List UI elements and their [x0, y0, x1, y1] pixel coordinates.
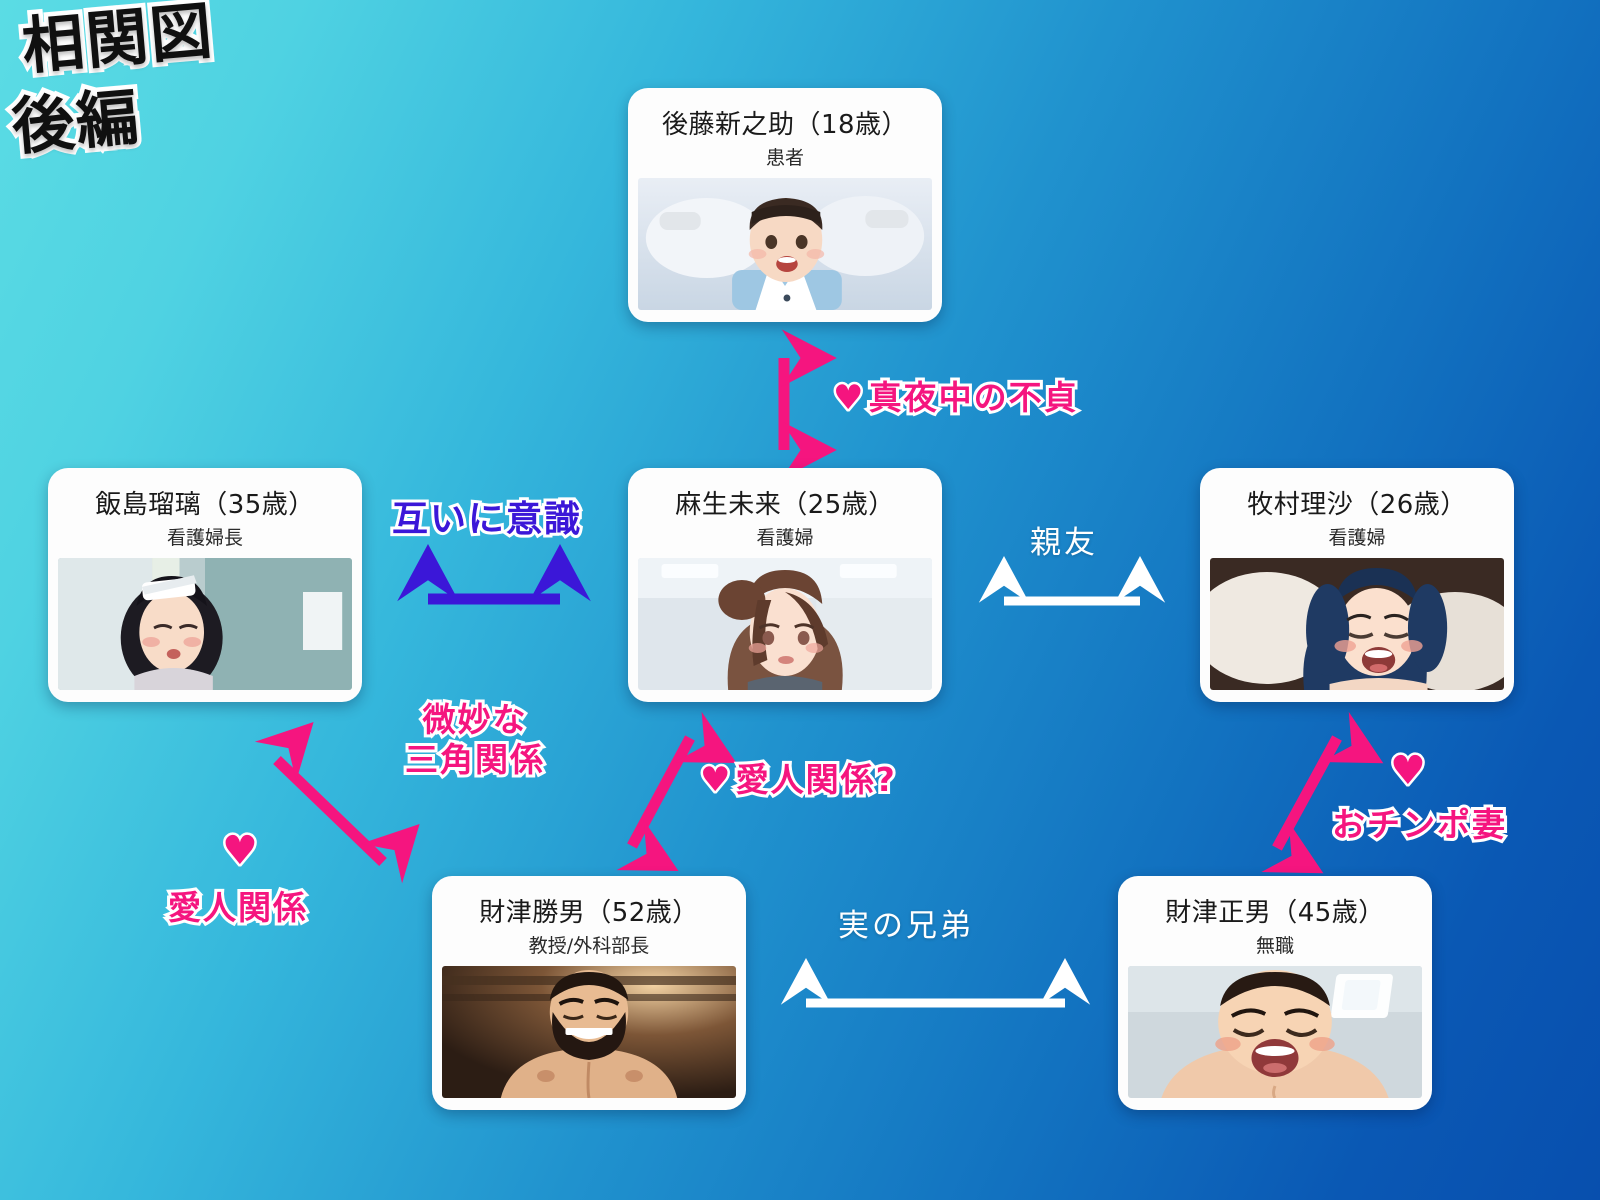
character-photo-zaitsu-masao	[1128, 966, 1422, 1098]
character-photo-zaitsu-katsuo	[442, 966, 736, 1098]
heart-icon: ♥	[830, 376, 866, 421]
relation-text-midnight: 真夜中の不貞	[866, 375, 1080, 420]
heart-icon: ♥	[697, 758, 733, 803]
card-name: 飯島瑠璃（35歳）	[95, 490, 315, 520]
character-photo-asou	[638, 558, 932, 690]
page-title: 相関図 後編	[5, 0, 222, 168]
card-name: 後藤新之助（18歳）	[661, 110, 909, 140]
relation-label-bestfriend: 親友	[1030, 525, 1098, 561]
card-name: 財津正男（45歳）	[1165, 898, 1385, 928]
relation-label-wife: おチンポ妻	[1329, 802, 1508, 847]
arrow-iijima-zaitsukatsuo	[254, 721, 420, 884]
relation-label-lover: 愛人関係	[165, 885, 309, 930]
character-card-makimura[interactable]: 牧村理沙（26歳） 看護婦	[1200, 468, 1514, 702]
relation-text-triangle-line2: 三角関係	[402, 737, 546, 782]
character-card-iijima[interactable]: 飯島瑠璃（35歳） 看護婦長	[48, 468, 362, 702]
card-name: 麻生未来（25歳）	[675, 490, 895, 520]
relation-label-midnight: ♥ 真夜中の不貞	[830, 375, 1080, 421]
card-role: 患者	[765, 147, 804, 169]
relation-label-brothers: 実の兄弟	[838, 908, 974, 944]
character-card-asou[interactable]: 麻生未来（25歳） 看護婦	[628, 468, 942, 702]
title-line-1: 相関図	[15, 0, 222, 88]
relation-label-triangle: 微妙な 三角関係	[402, 697, 546, 782]
character-photo-iijima	[58, 558, 352, 690]
character-card-goto[interactable]: 後藤新之助（18歳） 患者	[628, 88, 942, 322]
card-role: 無職	[1255, 935, 1294, 957]
relation-text-lover-question: 愛人関係?	[733, 757, 898, 802]
relation-label-lover-question: ♥ 愛人関係?	[697, 757, 898, 803]
card-role: 看護婦長	[166, 527, 243, 549]
arrow-asou-zaitsukatsuo	[616, 711, 737, 871]
card-name: 牧村理沙（26歳）	[1247, 490, 1467, 520]
card-role: 教授/外科部長	[528, 935, 650, 957]
arrow-makimura-zaitsumasao	[1261, 711, 1384, 874]
card-name: 財津勝男（52歳）	[479, 898, 699, 928]
character-card-zaitsu-masao[interactable]: 財津正男（45歳） 無職	[1118, 876, 1432, 1110]
character-photo-goto	[638, 178, 932, 310]
heart-icon: ♥	[1388, 746, 1429, 797]
relation-text-triangle-line1: 微妙な	[420, 697, 529, 742]
card-role: 看護婦	[756, 527, 814, 549]
card-role: 看護婦	[1328, 527, 1386, 549]
title-line-2: 後編	[5, 75, 148, 168]
character-card-zaitsu-katsuo[interactable]: 財津勝男（52歳） 教授/外科部長	[432, 876, 746, 1110]
character-photo-makimura	[1210, 558, 1504, 690]
relation-label-mutual: 互いに意識	[389, 496, 583, 543]
heart-icon: ♥	[220, 826, 261, 877]
